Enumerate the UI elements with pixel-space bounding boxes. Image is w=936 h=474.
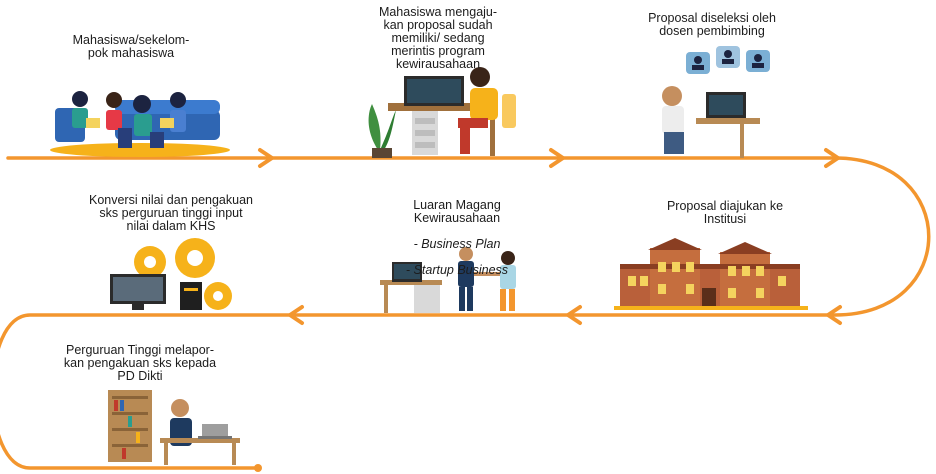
step-1-label: Mahasiswa/sekelom- pok mahasiswa: [72, 33, 190, 60]
arrow-left-icon: [288, 305, 304, 325]
step-6-label: Konversi nilai dan pengakuan sks perguru…: [88, 193, 253, 233]
business-handshake-icon: [380, 247, 516, 313]
step-7-label: Perguruan Tinggi melapor- kan pengakuan …: [63, 343, 217, 383]
computer-gears-icon: [110, 238, 232, 310]
arrow-left-icon: [566, 305, 582, 325]
flow-end-dot: [254, 464, 262, 472]
step-4-label: Proposal diajukan ke Institusi: [666, 199, 784, 226]
students-reading-icon: [50, 91, 230, 157]
flow-arrowheads: [258, 148, 842, 325]
flow-path: [0, 156, 931, 470]
arrow-right-icon: [549, 148, 565, 168]
step-5-title: Luaran Magang Kewirausahaan: [413, 198, 501, 225]
arrow-right-icon: [824, 148, 840, 168]
officer-at-desk-icon: [108, 390, 240, 465]
lecturer-review-icon: [662, 46, 770, 158]
step-3-label: Proposal diseleksi oleh dosen pembimbing: [648, 11, 776, 38]
arrow-left-icon: [826, 305, 842, 325]
step-5-item: - Business Plan: [413, 237, 501, 251]
arrow-right-icon: [258, 148, 274, 168]
step-5-item: - Startup Business: [405, 263, 509, 277]
student-at-computer-icon: [368, 67, 516, 158]
step-2-label: Mahasiswa mengaju- kan proposal sudah me…: [378, 5, 498, 71]
university-building-icon: [614, 238, 808, 310]
step-5-label: Luaran Magang Kewirausahaan - Business P…: [372, 186, 542, 290]
